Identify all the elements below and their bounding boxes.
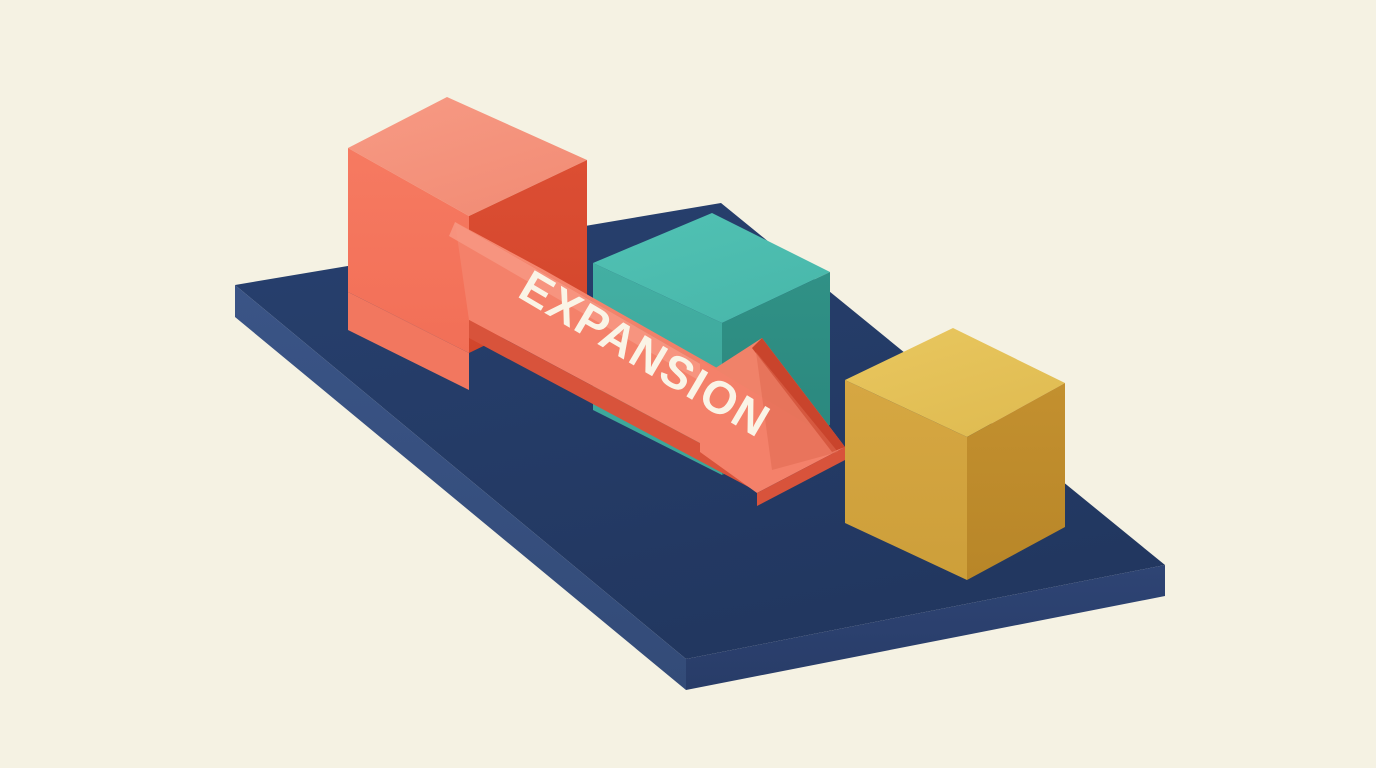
gold-block-top-face	[845, 328, 1065, 437]
gold-block-right-face	[967, 383, 1065, 580]
arrow-head-top-bevel	[752, 338, 845, 452]
gold-block-left-face	[845, 380, 967, 580]
platform-right-side-face	[686, 565, 1165, 690]
expansion-arrow: EXPANSION	[348, 222, 845, 506]
arrow-shaft-bottom-edge	[469, 320, 758, 492]
arrow-shaft-top-face	[455, 222, 793, 411]
arrow-shaft-top-bevel	[449, 222, 704, 381]
arrow-head-inner-shade	[756, 352, 838, 470]
teal-block-top-face	[593, 213, 830, 323]
platform-left-side-face	[235, 285, 686, 690]
coral-block-top-face	[348, 97, 587, 216]
arrow-head-bottom-edge	[757, 447, 845, 506]
coral-block-left-face	[348, 148, 469, 353]
gold-block	[845, 328, 1065, 580]
arrow-tail-front-face	[348, 292, 469, 390]
arrow-shaft-body-face	[455, 222, 758, 474]
